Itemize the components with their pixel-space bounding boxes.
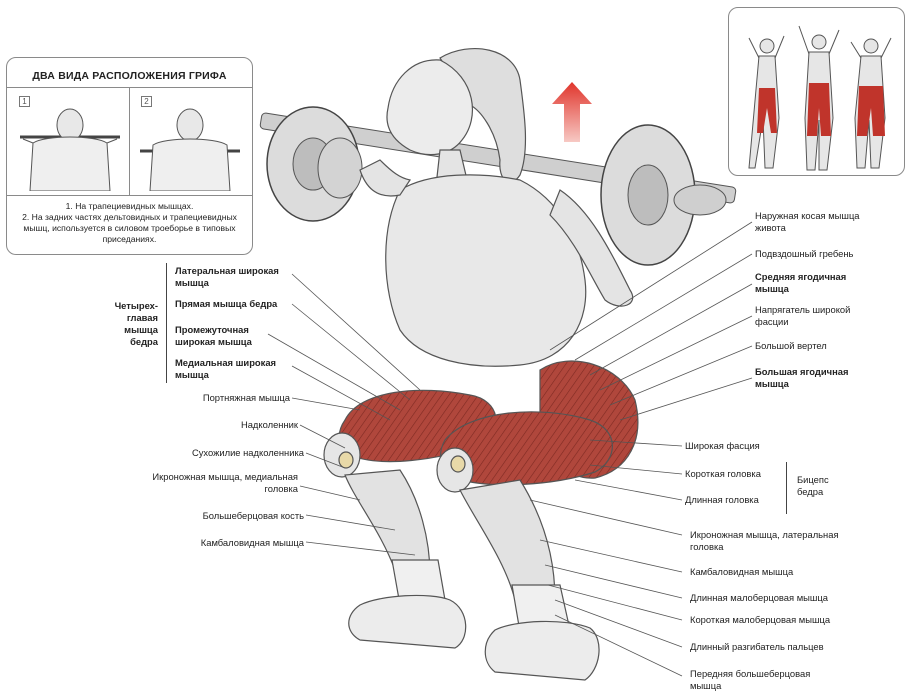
quadriceps-group-label: Четырех-главая мышца бедра (114, 300, 158, 347)
label-gastrocnemius-lateral: Икроножная мышца, латеральная головка (690, 529, 839, 552)
upward-arrow-icon (552, 82, 592, 142)
label-sartorius: Портняжная мышца (202, 392, 290, 403)
left-leader-lines (267, 273, 421, 556)
label-vastus-medialis: Медиальная широкая мышца (175, 357, 277, 380)
biceps-bracket (786, 462, 791, 514)
label-external-oblique: Наружная косая мышца живота (755, 210, 860, 233)
label-vastus-lateralis: Латеральная широкая мышца (175, 265, 279, 288)
panel-2-number: 2 (141, 96, 152, 107)
figure-body (323, 47, 639, 681)
muscle-activation-inset (728, 7, 905, 176)
label-soleus-right: Камбаловидная мышца (690, 566, 794, 577)
label-extensor-digitorum-longus: Длинный разгибатель пальцев (690, 641, 824, 652)
label-soleus-left: Камбаловидная мышца (200, 537, 304, 548)
label-patellar-tendon: Сухожилие надколенника (191, 447, 304, 458)
grip-note-1: 1. На трапециевидных мышцах. (65, 201, 194, 211)
label-tibialis-anterior: Передняя большеберцовая мышца (690, 668, 811, 691)
label-peroneus-brevis: Короткая малоберцовая мышца (690, 614, 831, 625)
label-patella: Надколенник (240, 419, 298, 430)
label-peroneus-longus: Длинная малоберцовая мышца (690, 592, 828, 603)
barbell (259, 106, 737, 266)
label-biceps-short-head: Короткая головка (685, 468, 761, 479)
divider (129, 87, 130, 195)
grip-inset-title: ДВА ВИДА РАСПОЛОЖЕНИЯ ГРИФА (32, 70, 227, 82)
label-gluteus-maximus: Большая ягодичная мышца (755, 366, 849, 389)
label-gastrocnemius-medial: Икроножная мышца, медиальная головка (152, 471, 298, 494)
grip-note: 1. На трапециевидных мышцах. 2. На задни… (13, 201, 246, 245)
label-iliac-crest: Подвздошный гребень (755, 248, 854, 259)
panel-1-number: 1 (19, 96, 30, 107)
muscle-figures-illustration (748, 25, 892, 171)
quadriceps-bracket (166, 263, 171, 383)
label-vastus-intermedius: Промежуточная широкая мышца (175, 324, 252, 347)
grip-back-view-2 (140, 108, 240, 191)
grip-positions-inset: ДВА ВИДА РАСПОЛОЖЕНИЯ ГРИФА 1 2 1. На тр… (6, 57, 253, 255)
label-tibia: Большеберцовая кость (202, 510, 304, 521)
grip-back-view-1 (20, 108, 120, 191)
label-greater-trochanter: Большой вертел (755, 340, 827, 351)
label-fascia-lata: Широкая фасция (685, 440, 760, 451)
label-rectus-femoris: Прямая мышца бедра (175, 298, 278, 309)
label-biceps-long-head: Длинная головка (685, 494, 759, 505)
divider (7, 195, 252, 196)
right-leader-lines (529, 221, 753, 677)
grip-note-2: 2. На задних частях дельтовидных и трапе… (22, 212, 237, 244)
label-tensor-fasciae-latae: Напрягатель широкой фасции (755, 304, 851, 327)
label-gluteus-medius: Средняя ягодичная мышца (755, 271, 847, 294)
biceps-group-label: Бицепс бедра (797, 474, 829, 497)
